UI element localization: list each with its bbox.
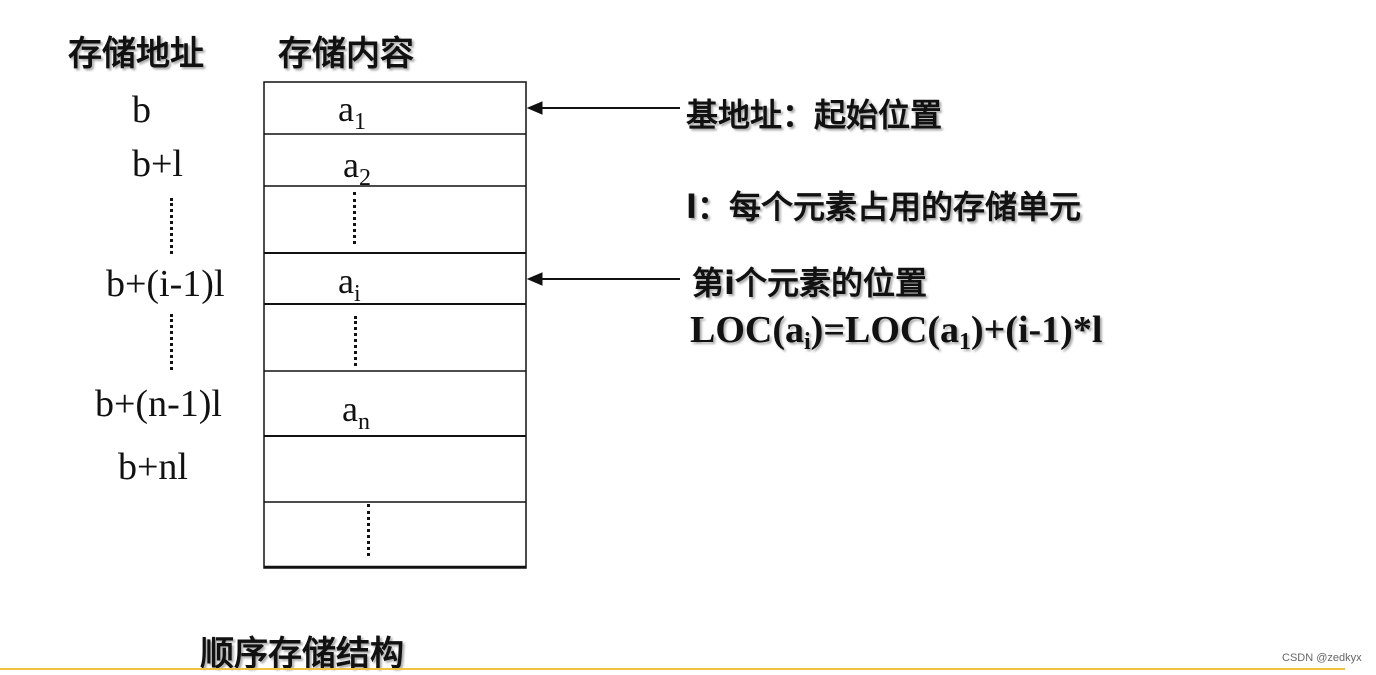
unit-size-annotation: l：每个元素占用的存储单元 <box>686 188 1081 226</box>
address-label-b-plus-nl: b+nl <box>118 446 188 488</box>
base-address-arrowhead <box>526 101 543 115</box>
diagram-caption: 顺序存储结构 <box>200 634 404 674</box>
address-column-header: 存储地址 <box>68 34 204 74</box>
cell-ellipsis <box>354 316 357 366</box>
bottom-rule <box>0 668 1345 670</box>
content-column-header: 存储内容 <box>278 34 414 74</box>
loc-formula: LOC(ai)=LOC(a1)+(i-1)*l <box>690 309 1103 355</box>
base-address-annotation: 基地址：起始位置 <box>686 96 943 134</box>
cell-ellipsis <box>353 192 356 244</box>
address-ellipsis <box>170 198 173 254</box>
watermark: CSDN @zedkyx <box>1282 652 1362 664</box>
address-ellipsis <box>170 314 173 370</box>
address-label-b-plus-l: b+l <box>132 143 183 185</box>
cell-ellipsis <box>367 504 370 556</box>
address-label-b-plus-i-minus-1-l: b+(i-1)l <box>106 263 225 305</box>
cell-ai: ai <box>338 261 361 307</box>
cell-a2: a2 <box>343 145 371 191</box>
ith-element-arrowhead <box>526 272 543 286</box>
storage-table-frame <box>263 81 527 569</box>
ith-position-annotation: 第i个元素的位置 <box>692 264 927 302</box>
address-label-b: b <box>132 89 151 131</box>
address-label-b-plus-n-minus-1-l: b+(n-1)l <box>95 383 222 425</box>
cell-an: an <box>342 389 370 435</box>
cell-a1: a1 <box>338 89 366 135</box>
